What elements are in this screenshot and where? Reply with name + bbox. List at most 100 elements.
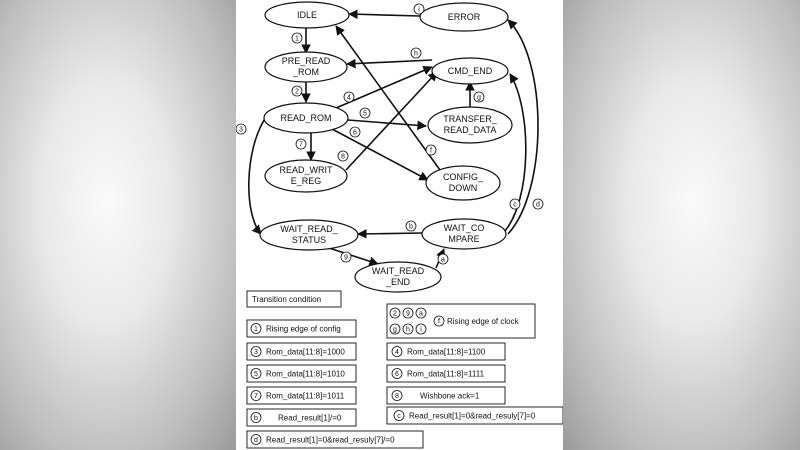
legend-item-6-text: Rom_data[11:8]=1111 bbox=[407, 370, 485, 379]
state-wait-read-status-label-1: WAIT_READ_ bbox=[280, 224, 338, 234]
state-error bbox=[419, 2, 509, 32]
state-wait-read-end-label-2: _END bbox=[385, 277, 411, 287]
legend-item-5-box bbox=[246, 364, 357, 383]
legend-item-b-box bbox=[246, 408, 357, 427]
legend-item-7-text: Rom_data[11:8]=1011 bbox=[266, 392, 345, 401]
state-read-write-reg bbox=[264, 159, 348, 193]
legend-item-3-sym: 3 bbox=[254, 349, 258, 356]
state-pre-read-rom bbox=[264, 51, 348, 83]
arrow-wait-read-status-to-wait-read-end bbox=[325, 246, 379, 266]
marker-7: 7 bbox=[299, 142, 303, 149]
arrow-read-rom-to-config-down bbox=[331, 128, 429, 181]
blurred-backdrop-right bbox=[563, 0, 800, 450]
legend-item-7-sym-circle bbox=[250, 390, 262, 401]
state-wait-read-status bbox=[259, 219, 359, 251]
marker-1-circle bbox=[291, 32, 303, 44]
blurred-backdrop-left bbox=[0, 0, 236, 450]
marker-b: b bbox=[409, 224, 413, 231]
clock-sym-1: 2 bbox=[393, 311, 397, 318]
marker-4-circle bbox=[343, 91, 355, 103]
state-pre-read-rom-label-1: PRE_READ bbox=[282, 56, 331, 66]
legend-item-d-text: Read_result[1]=0&read_resuly[7]/=0 bbox=[266, 436, 395, 445]
marker-2-circle bbox=[291, 85, 303, 97]
arrow-read-rom-to-transfer bbox=[347, 119, 427, 131]
state-wait-read-end bbox=[354, 261, 442, 293]
marker-d-circle bbox=[532, 198, 544, 210]
clock-sym-f-circle bbox=[433, 315, 445, 327]
clock-sym-6: i bbox=[420, 327, 422, 334]
legend-item-5-sym: 5 bbox=[254, 371, 258, 378]
legend-item-3-box bbox=[246, 342, 357, 361]
state-wait-compare bbox=[421, 218, 507, 250]
clock-sym-2: 9 bbox=[406, 311, 410, 318]
marker-7-circle bbox=[295, 138, 307, 150]
clock-sym-3: a bbox=[419, 311, 423, 318]
clock-sym-5: h bbox=[406, 327, 410, 334]
marker-5: 5 bbox=[363, 111, 367, 118]
arrow-wait-compare-to-error bbox=[507, 19, 539, 235]
clock-sym-f: f bbox=[438, 319, 440, 326]
marker-c-circle bbox=[509, 198, 521, 210]
legend-item-1-text: Rising edge of config bbox=[266, 325, 341, 334]
legend-item-1-sym: 1 bbox=[254, 326, 258, 333]
clock-sym-1-circle bbox=[389, 307, 401, 319]
marker-d: d bbox=[536, 202, 540, 209]
clock-sym-2-circle bbox=[402, 307, 414, 319]
legend-item-3-sym-circle bbox=[250, 346, 262, 357]
legend-item-7-sym: 7 bbox=[254, 393, 258, 400]
legend-item-3-text: Rom_data[11:8]=1000 bbox=[266, 348, 345, 357]
marker-b-circle bbox=[405, 220, 417, 232]
marker-g-circle bbox=[473, 91, 485, 103]
marker-1: 1 bbox=[295, 36, 299, 43]
legend-item-b-text: Read_result[1]/=0 bbox=[278, 414, 342, 423]
legend-item-b-sym-circle bbox=[250, 412, 262, 423]
state-wait-read-status-label-2: STATUS bbox=[292, 235, 326, 245]
legend-item-b-sym: b bbox=[254, 415, 258, 422]
state-machine-diagram: IDLE ERROR PRE_READ _ROM CMD_END READ_RO… bbox=[236, 1, 563, 449]
marker-9: 9 bbox=[344, 255, 348, 262]
marker-8: 8 bbox=[341, 154, 345, 161]
clock-sym-4-circle bbox=[389, 323, 401, 335]
marker-i: i bbox=[418, 7, 420, 14]
state-error-label: ERROR bbox=[448, 12, 481, 22]
legend-item-4-box bbox=[386, 342, 506, 361]
marker-i-circle bbox=[413, 3, 425, 15]
state-read-write-reg-label-2: E_REG bbox=[291, 176, 322, 186]
clock-sym-6-circle bbox=[415, 323, 427, 335]
marker-a-circle bbox=[437, 253, 449, 265]
state-transfer-label-1: TRANSFER_ bbox=[443, 114, 498, 124]
marker-f: f bbox=[430, 148, 432, 155]
marker-6-circle bbox=[349, 126, 361, 138]
state-config-down-label-1: CONFIG_ bbox=[443, 172, 484, 182]
arrow-cmd-end-to-pre-read-rom bbox=[346, 58, 433, 69]
state-config-down-label-2: DOWN bbox=[449, 183, 478, 193]
arrow-read-write-reg-to-cmd-end bbox=[345, 71, 438, 171]
legend-item-1-sym-circle bbox=[250, 323, 262, 334]
arrow-wait-compare-to-cmd-end bbox=[503, 73, 527, 233]
legend-clock-text: Rising edge of clock bbox=[447, 317, 520, 326]
legend-item-4-sym: 4 bbox=[395, 349, 399, 356]
legend-item-5-text: Rom_data[11:8]=1010 bbox=[266, 370, 345, 379]
marker-f-circle bbox=[425, 144, 437, 156]
legend-item-c-sym: c bbox=[397, 413, 401, 420]
legend-item-6-sym-circle bbox=[391, 368, 403, 379]
arrow-read-rom-to-wait-read-status bbox=[248, 116, 267, 235]
state-idle bbox=[264, 1, 350, 29]
state-pre-read-rom-label-2: _ROM bbox=[292, 67, 319, 77]
arrow-config-down-to-idle bbox=[335, 25, 441, 171]
state-read-rom-label: READ_ROM bbox=[280, 113, 331, 123]
state-transfer-label-2: READ_DATA bbox=[444, 125, 497, 135]
marker-6: 6 bbox=[353, 130, 357, 137]
legend-item-4-sym-circle bbox=[391, 346, 403, 357]
marker-8-circle bbox=[337, 150, 349, 162]
legend-item-d-sym-circle bbox=[250, 434, 262, 445]
arrow-wait-compare-to-wait-read-status bbox=[357, 229, 423, 239]
state-wait-compare-label-2: MPARE bbox=[448, 234, 479, 244]
legend-item-6-sym: 6 bbox=[395, 371, 399, 378]
legend-item-8-sym: 8 bbox=[395, 393, 399, 400]
clock-sym-5-circle bbox=[402, 323, 414, 335]
marker-9-circle bbox=[340, 251, 352, 263]
state-read-write-reg-label-1: READ_WRIT bbox=[279, 165, 333, 175]
marker-a: a bbox=[441, 257, 445, 264]
marker-5-circle bbox=[359, 107, 371, 119]
